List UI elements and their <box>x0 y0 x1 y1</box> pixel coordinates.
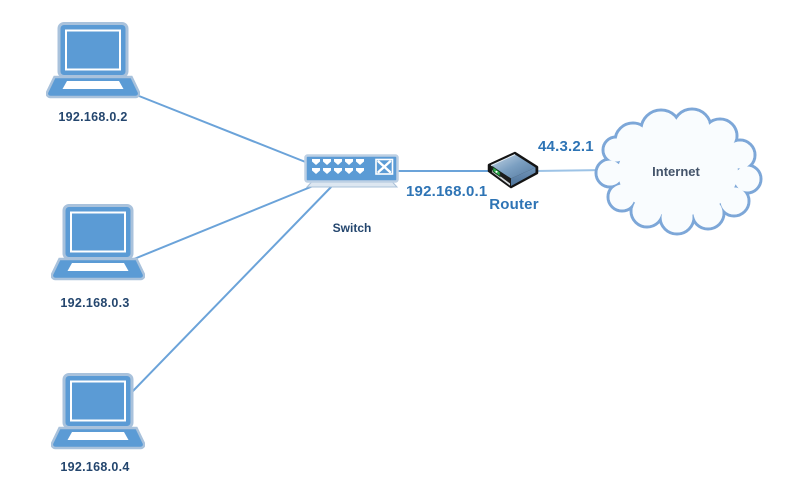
node-laptop-2 <box>50 204 146 287</box>
switch-crossover-icon <box>375 158 394 175</box>
switch-port-icons <box>312 159 364 174</box>
switch-icon <box>304 154 399 188</box>
node-laptop-1 <box>45 22 141 105</box>
connection-line-laptop3-switch <box>131 184 334 393</box>
laptop-icon <box>45 22 141 99</box>
router-label: Router <box>489 196 539 213</box>
connection-line-laptop2-switch <box>133 183 319 260</box>
router-wan-ip-label: 44.3.2.1 <box>538 138 594 155</box>
node-switch <box>303 152 401 195</box>
switch-label: Switch <box>332 221 372 235</box>
laptop3-ip-label: 192.168.0.4 <box>60 460 130 474</box>
node-laptop-3 <box>50 373 146 456</box>
laptop-icon <box>50 204 146 281</box>
node-router <box>484 146 542 205</box>
connection-line-laptop1-switch <box>138 95 309 164</box>
router-lan-ip-label: 192.168.0.1 <box>406 183 488 200</box>
router-icon <box>487 151 539 189</box>
node-internet <box>593 103 763 242</box>
laptop2-ip-label: 192.168.0.3 <box>60 296 130 310</box>
internet-cloud-icon <box>594 107 763 236</box>
internet-label: Internet <box>652 164 700 179</box>
laptop-icon <box>50 373 146 450</box>
connection-line-router-internet <box>535 169 607 172</box>
laptop1-ip-label: 192.168.0.2 <box>58 110 128 124</box>
